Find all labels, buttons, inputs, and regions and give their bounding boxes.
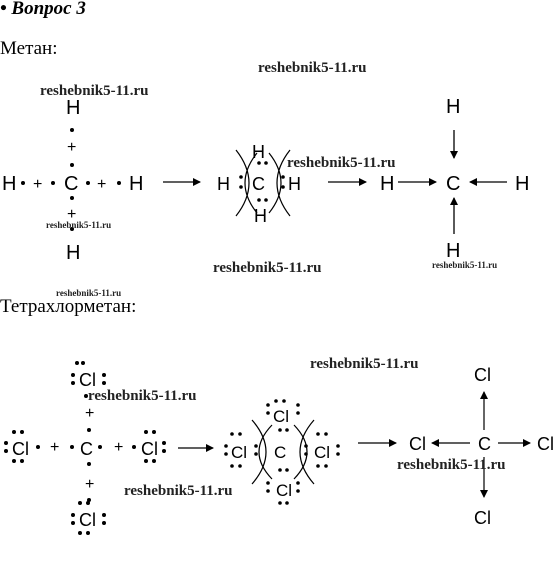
ccl4-cl-right: Cl bbox=[537, 434, 554, 454]
methane-h-bottom: H bbox=[66, 242, 80, 264]
ccl4-cl-top: Cl bbox=[79, 370, 96, 390]
methane-c-atom: C bbox=[252, 174, 265, 194]
methane-h-right: H bbox=[288, 174, 301, 194]
watermark: reshebnik5-11.ru bbox=[432, 260, 498, 270]
methane-structural-formula: C H H H H bbox=[380, 96, 529, 262]
ccl4-cl-bottom: Cl bbox=[276, 481, 292, 500]
methane-h-left: H bbox=[2, 173, 16, 195]
plus-sign: + bbox=[97, 176, 106, 193]
plus-sign: + bbox=[33, 176, 42, 193]
watermark: reshebnik5-11.ru bbox=[310, 356, 419, 372]
ccl4-cl-top: Cl bbox=[273, 407, 289, 426]
watermark: reshebnik5-11.ru bbox=[88, 388, 197, 404]
methane-h-bottom: H bbox=[446, 240, 460, 262]
electron-dot bbox=[117, 181, 121, 185]
ccl4-c-atom: C bbox=[478, 434, 491, 454]
methane-h-top: H bbox=[66, 97, 80, 119]
ccl4-cl-left: Cl bbox=[409, 434, 426, 454]
ccl4-structural-formula: C Cl Cl Cl Cl bbox=[409, 365, 554, 528]
plus-sign: + bbox=[85, 405, 94, 422]
methane-label: Метан: bbox=[0, 38, 58, 59]
methane-h-top: H bbox=[252, 142, 265, 162]
ccl4-cl-left: Cl bbox=[12, 439, 29, 459]
methane-h-top: H bbox=[446, 96, 460, 118]
question-heading: • Вопрос 3 bbox=[0, 0, 86, 19]
ccl4-label: Тетрахлорметан: bbox=[0, 296, 137, 317]
methane-h-right: H bbox=[129, 173, 143, 195]
plus-sign: + bbox=[114, 439, 123, 456]
electron-dot bbox=[70, 128, 74, 132]
plus-sign: + bbox=[50, 439, 59, 456]
watermark: reshebnik5-11.ru bbox=[124, 483, 233, 499]
ccl4-cl-bottom: Cl bbox=[79, 510, 96, 530]
methane-c-atom: C bbox=[64, 173, 78, 195]
ccl4-cl-top: Cl bbox=[474, 365, 491, 385]
methane-h-bottom: H bbox=[254, 206, 267, 226]
ccl4-cl-right: Cl bbox=[141, 439, 158, 459]
electron-dot bbox=[21, 181, 25, 185]
ccl4-cl-right: Cl bbox=[314, 443, 330, 462]
ccl4-c-atom: C bbox=[274, 443, 286, 462]
watermark: reshebnik5-11.ru bbox=[397, 457, 506, 473]
methane-h-left: H bbox=[380, 173, 394, 195]
watermark: reshebnik5-11.ru bbox=[56, 288, 122, 298]
electron-dot bbox=[51, 181, 55, 185]
methane-dot-formula: C H + H + + H + H bbox=[2, 97, 143, 264]
electron-dot bbox=[70, 163, 74, 167]
ccl4-dot-formula: Cl + C Cl + + Cl + Cl bbox=[4, 361, 166, 535]
electron-dot bbox=[70, 227, 74, 231]
methane-overlap-formula: H H C H H bbox=[217, 142, 301, 226]
watermark: reshebnik5-11.ru bbox=[258, 60, 367, 76]
plus-sign: + bbox=[85, 476, 94, 493]
plus-sign: + bbox=[67, 206, 76, 223]
watermark: reshebnik5-11.ru bbox=[287, 155, 396, 171]
ccl4-overlap-formula: Cl Cl C Cl Cl bbox=[224, 399, 340, 505]
ccl4-cl-left: Cl bbox=[231, 443, 247, 462]
electron-dot bbox=[86, 181, 90, 185]
plus-sign: + bbox=[67, 139, 76, 156]
ccl4-c-atom: C bbox=[80, 439, 93, 459]
ccl4-cl-bottom: Cl bbox=[474, 508, 491, 528]
watermark: reshebnik5-11.ru bbox=[46, 220, 112, 230]
watermark: reshebnik5-11.ru bbox=[40, 83, 149, 99]
electron-dot bbox=[70, 196, 74, 200]
methane-h-left: H bbox=[217, 174, 230, 194]
methane-h-right: H bbox=[515, 173, 529, 195]
methane-c-atom: C bbox=[446, 173, 460, 195]
watermark: reshebnik5-11.ru bbox=[213, 260, 322, 276]
